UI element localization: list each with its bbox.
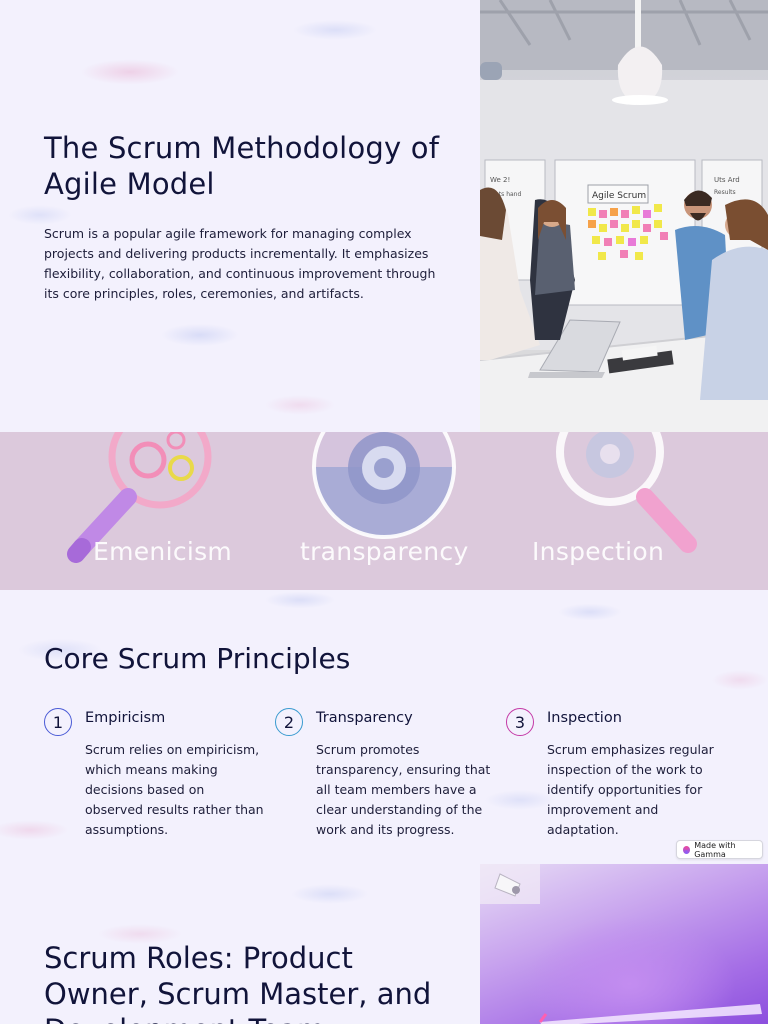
principles-banner-art (67, 432, 697, 563)
team-meeting-photo: We 2! sets hand Agile Scrum Uts Ard Resu… (480, 0, 768, 432)
svg-text:We 2!: We 2! (490, 176, 510, 184)
svg-text:Results: Results (714, 189, 736, 196)
banner-label-inspection: Inspection (532, 537, 665, 566)
gamma-logo-icon (683, 845, 691, 854)
principle-description: Scrum relies on empiricism, which means … (85, 742, 264, 837)
svg-text:sets hand: sets hand (492, 191, 521, 198)
principle-description: Scrum promotes transparency, ensuring th… (316, 742, 491, 837)
intro-section: The Scrum Methodology of Agile Model Scr… (0, 0, 768, 432)
principle-title: Inspection (547, 710, 622, 726)
badge-label: Made with Gamma (694, 840, 736, 859)
principle-description: Scrum emphasizes regular inspection of t… (547, 742, 714, 837)
intro-text: The Scrum Methodology of Agile Model Scr… (44, 130, 444, 304)
svg-text:Uts Ard: Uts Ard (714, 176, 740, 184)
core-principles-section: Core Scrum Principles 1 Empiricism Scrum… (0, 590, 768, 864)
principle-number-badge: 3 (506, 708, 534, 736)
team-meeting-illustration: We 2! sets hand Agile Scrum Uts Ard Resu… (480, 0, 768, 432)
inspection-magnifier-icon (556, 432, 697, 553)
scrum-roles-section: Scrum Roles: Product Owner, Scrum Master… (0, 864, 768, 1024)
principle-number-badge: 2 (275, 708, 303, 736)
gear-globe-icon (312, 432, 456, 539)
purple-light-art (480, 864, 762, 1024)
principle-title: Empiricism (85, 710, 166, 726)
principles-heading: Core Scrum Principles (44, 642, 351, 675)
intro-description: Scrum is a popular agile framework for m… (44, 226, 436, 301)
banner-label-transparency: transparency (300, 537, 469, 566)
principle-title: Transparency (316, 710, 413, 726)
roles-photo (480, 864, 768, 1024)
page-title: The Scrum Methodology of Agile Model (44, 131, 440, 201)
principle-number-badge: 1 (44, 708, 72, 736)
gears-magnifier-icon (67, 432, 212, 563)
made-with-gamma-badge[interactable]: Made with Gamma (676, 840, 763, 859)
banner-label-empiricism: Emenicism (93, 537, 233, 566)
roles-heading: Scrum Roles: Product Owner, Scrum Master… (44, 941, 432, 1024)
svg-text:Agile Scrum: Agile Scrum (592, 191, 646, 201)
principles-banner: Emenicism transparency Inspection (0, 432, 768, 590)
